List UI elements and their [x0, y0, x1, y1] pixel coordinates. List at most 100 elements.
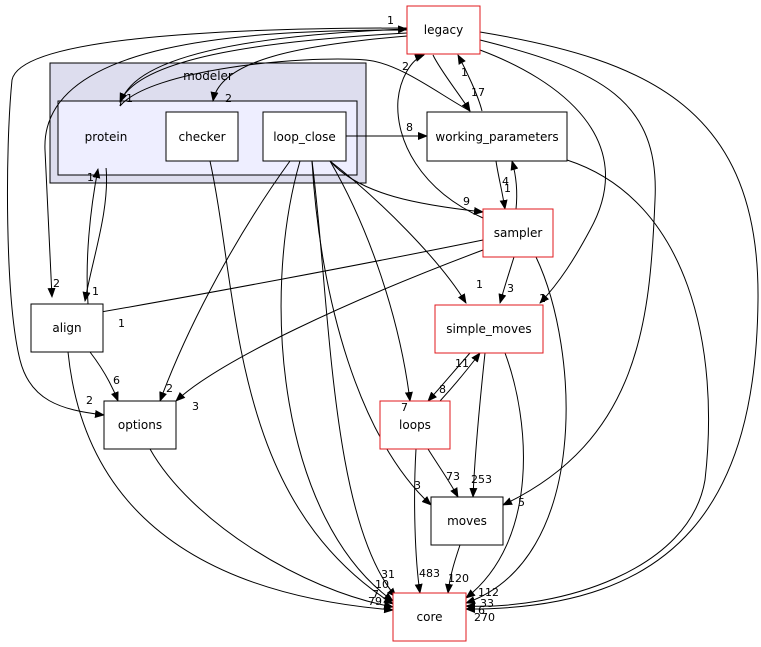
- edges: [6, 25, 759, 614]
- edge-loops-sm: [439, 352, 481, 402]
- edge-sampler-sm: [498, 256, 515, 304]
- svg-text:core: core: [417, 610, 443, 624]
- edge-count: 7: [372, 588, 379, 601]
- edge-protein-legacy: [119, 25, 408, 107]
- svg-text:checker: checker: [178, 130, 225, 144]
- edge-count: 1: [118, 317, 125, 330]
- edge-count: 33: [480, 597, 494, 610]
- edge-count: 79: [368, 595, 382, 608]
- edge-legacy-moves: [479, 39, 656, 506]
- node-moves[interactable]: moves: [430, 496, 504, 546]
- edge-count: 73: [446, 470, 460, 483]
- edge-count: 17: [471, 86, 485, 99]
- edge-loopclose-core-b: [311, 160, 397, 598]
- edge-legacy-options: [6, 27, 408, 418]
- edge-count: 483: [419, 567, 440, 580]
- edge-count: 2: [225, 92, 232, 105]
- svg-text:protein: protein: [85, 130, 128, 144]
- edge-loopclose-core-a: [280, 160, 394, 602]
- svg-text:loops: loops: [399, 418, 431, 432]
- node-options[interactable]: options: [103, 400, 177, 450]
- edge-count: 11: [455, 357, 469, 370]
- edge-moves-core: [445, 544, 461, 594]
- edge-options-core: [149, 448, 394, 610]
- edge-sampler-options: [175, 249, 484, 402]
- svg-text:sampler: sampler: [494, 226, 543, 240]
- edge-count: 112: [478, 586, 499, 599]
- edge-count: 2: [402, 60, 409, 73]
- edge-legacy-wp: [432, 54, 471, 112]
- edge-align-core: [67, 351, 394, 614]
- edge-count: 1: [461, 66, 468, 79]
- edge-loopclose-moves: [311, 160, 432, 506]
- edge-legacy-align: [44, 29, 408, 298]
- edge-count: 8: [406, 121, 413, 134]
- node-protein[interactable]: protein: [62, 108, 150, 168]
- edge-sampler-core: [465, 256, 567, 604]
- edge-count: 7: [401, 401, 408, 414]
- edge-protein-align: [82, 166, 108, 302]
- edge-wp-legacy: [457, 54, 483, 112]
- edge-count: 3: [507, 282, 514, 295]
- node-core[interactable]: core: [392, 592, 467, 642]
- edge-count: 1: [92, 285, 99, 298]
- svg-text:options: options: [118, 418, 162, 432]
- edge-count: 10: [375, 578, 389, 591]
- edge-count: 6: [478, 604, 485, 617]
- edge-loopclose-loops: [329, 160, 413, 402]
- svg-text:legacy: legacy: [424, 23, 463, 37]
- node-loops[interactable]: loops: [379, 400, 451, 450]
- edge-count: 253: [471, 473, 492, 486]
- edge-count: 2: [53, 277, 60, 290]
- edge-count: 2: [166, 382, 173, 395]
- node-sampler[interactable]: sampler: [482, 208, 554, 258]
- edge-count: 1: [539, 292, 546, 305]
- cluster-label: modeler: [183, 69, 233, 83]
- edge-count: 1: [476, 278, 483, 291]
- node-simple-moves[interactable]: simple_moves: [434, 304, 544, 354]
- edge-legacy-sm: [479, 49, 606, 304]
- edge-align-options: [89, 351, 119, 402]
- edge-count: 9: [463, 195, 470, 208]
- edge-protein-wp: [119, 58, 471, 112]
- edge-count: 120: [448, 572, 469, 585]
- edge-legacy-protein: [119, 32, 408, 103]
- edge-sm-moves: [469, 352, 486, 498]
- edge-wp-core: [465, 159, 710, 611]
- edge-loops-moves: [427, 448, 459, 498]
- node-loop-close[interactable]: loop_close: [262, 111, 347, 162]
- edge-legacy-core: [465, 31, 759, 614]
- svg-text:align: align: [52, 321, 81, 335]
- edge-count: 3: [414, 479, 421, 492]
- edge-loopclose-options: [159, 160, 291, 402]
- svg-text:moves: moves: [447, 514, 487, 528]
- node-working-parameters[interactable]: working_parameters: [426, 111, 568, 162]
- edge-loopclose-sm: [329, 160, 467, 304]
- edge-count: 1: [87, 171, 94, 184]
- edge-checker-core: [209, 160, 394, 605]
- svg-text:working_parameters: working_parameters: [435, 130, 558, 144]
- edge-count: 3: [192, 400, 199, 413]
- edge-sampler-wp: [510, 160, 519, 210]
- edge-count: 1: [504, 182, 511, 195]
- edge-sampler-align: [77, 239, 484, 319]
- edge-count: 270: [474, 611, 495, 624]
- node-legacy[interactable]: legacy: [406, 5, 481, 55]
- svg-text:simple_moves: simple_moves: [446, 322, 531, 336]
- edge-count: 8: [439, 383, 446, 396]
- edge-sm-loops: [427, 352, 471, 402]
- node-checker[interactable]: checker: [165, 111, 239, 162]
- edge-count: 1: [387, 14, 394, 27]
- svg-text:loop_close: loop_close: [273, 130, 336, 144]
- edge-legacy-checker: [210, 35, 408, 102]
- edge-count: 31: [381, 568, 395, 581]
- edge-sm-core: [465, 352, 524, 599]
- edge-wp-sampler: [495, 160, 508, 210]
- node-align[interactable]: align: [30, 303, 104, 353]
- edge-count: 4: [502, 175, 509, 188]
- edge-sampler-legacy: [397, 54, 484, 219]
- edge-loops-core: [414, 448, 423, 594]
- edge-count: 5: [518, 496, 525, 509]
- edge-loopclose-sampler: [329, 160, 484, 215]
